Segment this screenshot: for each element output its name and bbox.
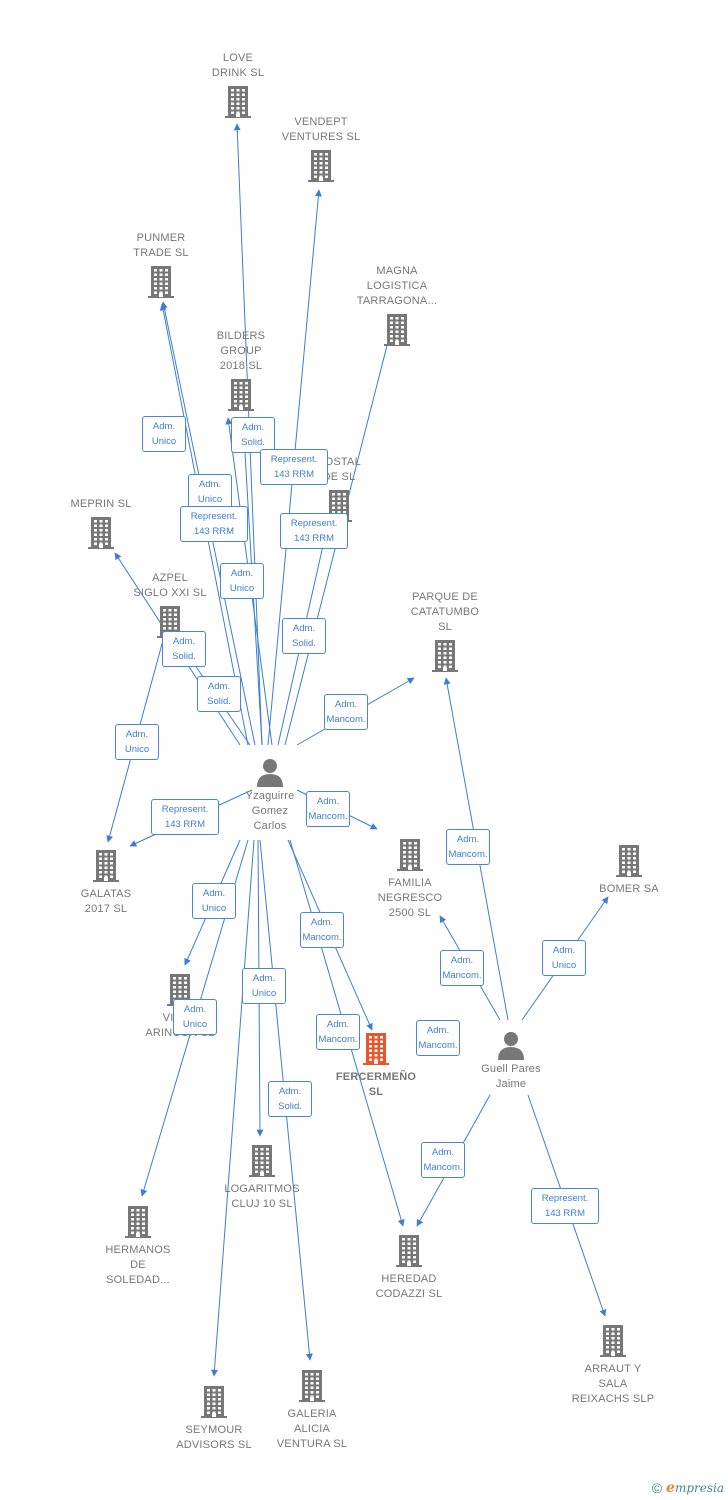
node-label: FERCERMEÑO SL bbox=[335, 1071, 417, 1098]
node-label: HERMANOS DE SOLEDAD... bbox=[105, 1244, 171, 1286]
node-label: FAMILIA NEGRESCO 2500 SL bbox=[377, 877, 443, 919]
company-node[interactable]: GALERIA ALICIA VENTURA SL bbox=[242, 1369, 382, 1452]
relation-label: Adm. Mancom. bbox=[440, 950, 484, 986]
building-icon bbox=[308, 150, 334, 182]
building-icon bbox=[363, 1033, 389, 1065]
building-icon bbox=[616, 845, 642, 877]
relation-label: Adm. Unico bbox=[142, 416, 186, 452]
relation-label: Adm. Unico bbox=[242, 968, 286, 1004]
relation-label: Represent. 143 RRM bbox=[260, 449, 328, 485]
relation-label: Adm. Mancom. bbox=[324, 694, 368, 730]
relation-label: Adm. Unico bbox=[542, 940, 586, 976]
building-icon bbox=[93, 850, 119, 882]
relation-label: Represent. 143 RRM bbox=[151, 799, 219, 835]
company-node[interactable]: SEYMOUR ADVISORS SL bbox=[144, 1385, 284, 1453]
company-node[interactable]: VENDEPT VENTURES SL bbox=[251, 115, 391, 183]
person-node[interactable]: Yzaguirre Gomez Carlos bbox=[200, 757, 340, 834]
node-label: AZPEL SIGLO XXI SL bbox=[133, 572, 207, 599]
company-node[interactable]: BOMER SA bbox=[559, 844, 699, 897]
company-node[interactable]: BILDERS GROUP 2018 SL bbox=[171, 329, 311, 412]
node-label: ARRAUT Y SALA REIXACHS SLP bbox=[571, 1363, 655, 1405]
company-node[interactable]: GALATAS 2017 SL bbox=[36, 849, 176, 917]
relation-label: Adm. Mancom. bbox=[316, 1014, 360, 1050]
building-icon bbox=[148, 266, 174, 298]
company-node[interactable]: FAMILIA NEGRESCO 2500 SL bbox=[340, 838, 480, 921]
node-label: GALERIA ALICIA VENTURA SL bbox=[276, 1408, 348, 1450]
company-node[interactable]: ARRAUT Y SALA REIXACHS SLP bbox=[543, 1324, 683, 1407]
relation-label: Adm. Solid. bbox=[162, 631, 206, 667]
relation-label: Adm. Unico bbox=[115, 724, 159, 760]
company-node[interactable]: PUNMER TRADE SL bbox=[91, 231, 231, 299]
node-label: SEYMOUR ADVISORS SL bbox=[176, 1424, 252, 1451]
relation-label: Adm. Solid. bbox=[268, 1081, 312, 1117]
relation-label: Represent. 143 RRM bbox=[531, 1188, 599, 1224]
relation-label: Adm. Mancom. bbox=[416, 1020, 460, 1056]
relation-label: Adm. Unico bbox=[220, 563, 264, 599]
company-node[interactable]: LOGARITMOS CLUJ 10 SL bbox=[192, 1144, 332, 1212]
relation-edge bbox=[210, 839, 255, 1377]
company-node[interactable]: MEPRIN SL bbox=[31, 497, 171, 550]
node-label: PUNMER TRADE SL bbox=[133, 232, 189, 259]
building-icon bbox=[225, 86, 251, 118]
building-icon bbox=[228, 379, 254, 411]
relation-label: Adm. Unico bbox=[173, 999, 217, 1035]
node-label: PARQUE DE CATATUMBO SL bbox=[410, 591, 480, 633]
node-label: GALATAS 2017 SL bbox=[80, 888, 132, 915]
company-node[interactable]: LOVE DRINK SL bbox=[168, 51, 308, 119]
company-node[interactable]: HERMANOS DE SOLEDAD... bbox=[68, 1205, 208, 1288]
relation-label: Adm. Mancom. bbox=[306, 791, 350, 827]
company-node[interactable]: HEREDAD CODAZZI SL bbox=[339, 1234, 479, 1302]
node-label: MEPRIN SL bbox=[70, 498, 132, 510]
node-label: LOGARITMOS CLUJ 10 SL bbox=[224, 1183, 300, 1210]
building-icon bbox=[432, 640, 458, 672]
building-icon bbox=[600, 1325, 626, 1357]
person-icon bbox=[257, 759, 283, 787]
node-label: BILDERS GROUP 2018 SL bbox=[216, 330, 266, 372]
relation-label: Adm. Solid. bbox=[282, 618, 326, 654]
company-node[interactable]: PARQUE DE CATATUMBO SL bbox=[375, 590, 515, 673]
node-label: Guell Pares Jaime bbox=[481, 1063, 541, 1090]
node-label: BOMER SA bbox=[599, 883, 659, 895]
building-icon bbox=[249, 1145, 275, 1177]
footer-brand: © empresia bbox=[652, 1480, 724, 1496]
relation-label: Adm. Mancom. bbox=[300, 912, 344, 948]
building-icon bbox=[299, 1370, 325, 1402]
relation-label: Represent. 143 RRM bbox=[180, 506, 248, 542]
relation-label: Adm. Unico bbox=[188, 474, 232, 510]
brand-logo: empresia bbox=[666, 1480, 724, 1496]
relation-label: Adm. Unico bbox=[192, 883, 236, 919]
node-label: Yzaguirre Gomez Carlos bbox=[245, 790, 295, 832]
building-icon bbox=[384, 314, 410, 346]
person-node[interactable]: Guell Pares Jaime bbox=[441, 1030, 581, 1092]
building-icon bbox=[201, 1386, 227, 1418]
building-icon bbox=[397, 839, 423, 871]
person-icon bbox=[498, 1032, 524, 1060]
building-icon bbox=[88, 517, 114, 549]
node-label: LOVE DRINK SL bbox=[211, 52, 265, 79]
node-label: VENDEPT VENTURES SL bbox=[281, 116, 361, 143]
company-node[interactable]: FERCERMEÑO SL bbox=[306, 1032, 446, 1100]
company-node[interactable]: MAGNA LOGISTICA TARRAGONA... bbox=[327, 264, 467, 347]
relation-label: Adm. Mancom. bbox=[421, 1142, 465, 1178]
relation-label: Adm. Solid. bbox=[197, 676, 241, 712]
relation-label: Adm. Mancom. bbox=[446, 829, 490, 865]
building-icon bbox=[125, 1206, 151, 1238]
company-node[interactable]: AZPEL SIGLO XXI SL bbox=[100, 571, 240, 639]
relation-label: Represent. 143 RRM bbox=[280, 513, 348, 549]
node-label: HEREDAD CODAZZI SL bbox=[375, 1273, 443, 1300]
copyright-icon: © bbox=[651, 1480, 663, 1496]
building-icon bbox=[396, 1235, 422, 1267]
node-label: MAGNA LOGISTICA TARRAGONA... bbox=[356, 265, 438, 307]
relation-label: Adm. Solid. bbox=[231, 417, 275, 453]
